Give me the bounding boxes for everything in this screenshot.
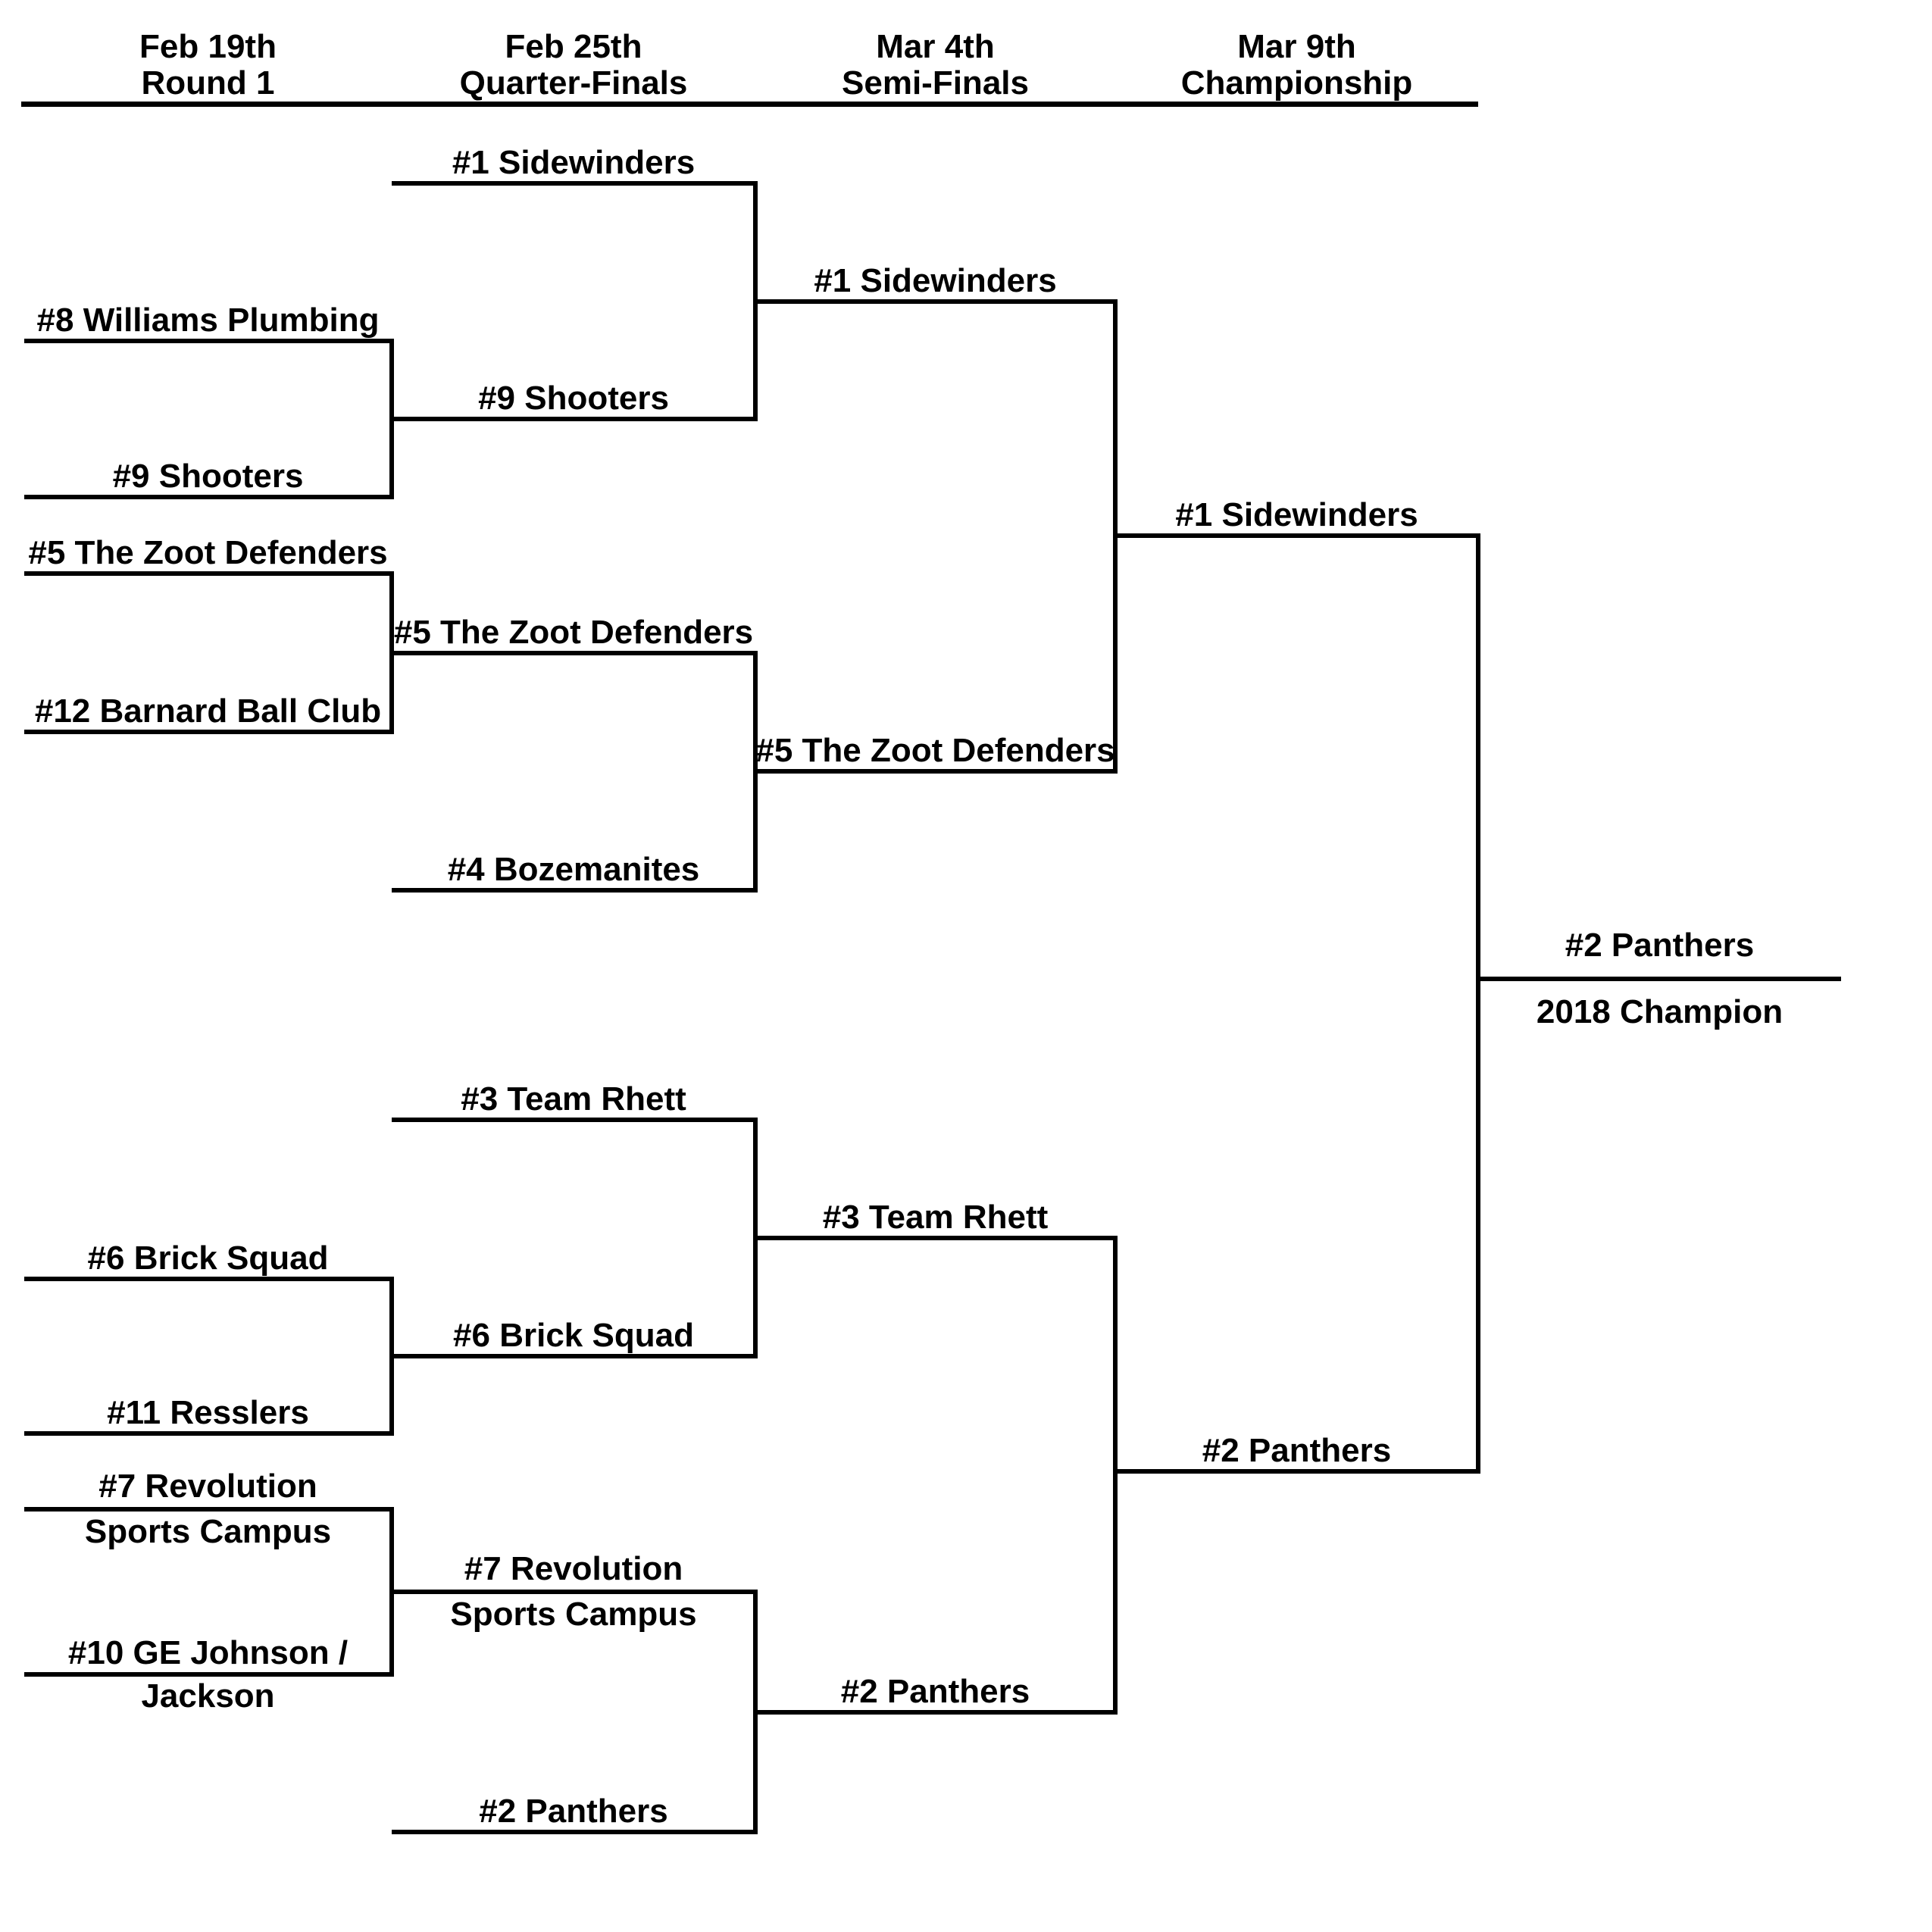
- slot-final-sidewinders: #1 Sidewinders: [1175, 496, 1418, 533]
- slot-qf-sidewinders: #1 Sidewinders: [452, 144, 696, 181]
- line-qf-brick-squad: [392, 1354, 755, 1358]
- slot-qf-zoot-defenders: #5 The Zoot Defenders: [393, 614, 754, 651]
- line-r1-zoot-defenders: [24, 571, 392, 576]
- line-final-panthers: [1115, 1469, 1478, 1474]
- connector-sf-sidewinders-vs-zoot: [1113, 299, 1118, 774]
- champion-caption: 2018 Champion: [1536, 993, 1784, 1030]
- header-underline: [21, 102, 1478, 107]
- line-r1-brick-squad: [24, 1277, 392, 1281]
- slot-r1-resslers: #11 Resslers: [107, 1394, 309, 1431]
- slot-sf-zoot-defenders: #5 The Zoot Defenders: [755, 732, 1115, 769]
- header-semifinals-date: Mar 4th: [876, 28, 995, 65]
- slot-qf-shooters: #9 Shooters: [478, 380, 669, 417]
- slot-sf-panthers: #2 Panthers: [840, 1673, 1030, 1710]
- line-r1-williams-plumbing: [24, 339, 392, 343]
- header-semifinals-name: Semi-Finals: [842, 64, 1029, 102]
- connector-qf-sidewinders-vs-shooters: [753, 181, 758, 421]
- connector-r1-williams-vs-shooters: [389, 339, 394, 499]
- line-r1-shooters: [24, 495, 392, 499]
- line-r1-resslers: [24, 1431, 392, 1436]
- slot-qf-brick-squad: #6 Brick Squad: [453, 1317, 694, 1354]
- header-championship-date: Mar 9th: [1237, 28, 1356, 65]
- slot-r1-shooters: #9 Shooters: [112, 458, 304, 495]
- slot-r1-barnard-ball-club: #12 Barnard Ball Club: [34, 692, 382, 730]
- connector-qf-rhett-vs-brick: [753, 1118, 758, 1358]
- header-quarterfinals-name: Quarter-Finals: [459, 64, 688, 102]
- connector-r1-brick-vs-resslers: [389, 1277, 394, 1436]
- connector-r1-zoot-vs-barnard: [389, 571, 394, 734]
- slot-qf-team-rhett: #3 Team Rhett: [461, 1080, 686, 1118]
- slot-r1-revolution-line1: #7 Revolution: [98, 1468, 317, 1505]
- slot-r1-ge-johnson-line2: Jackson: [141, 1677, 275, 1715]
- header-quarterfinals-date: Feb 25th: [505, 28, 642, 65]
- connector-qf-zoot-vs-bozemanites: [753, 651, 758, 893]
- line-r1-ge-johnson: [24, 1672, 392, 1677]
- line-qf-panthers: [392, 1830, 755, 1834]
- header-championship-name: Championship: [1180, 64, 1413, 102]
- line-sf-zoot-defenders: [755, 769, 1115, 774]
- line-qf-shooters: [392, 417, 755, 421]
- line-champion: [1478, 977, 1841, 981]
- line-qf-bozemanites: [392, 888, 755, 893]
- slot-r1-revolution-line2: Sports Campus: [84, 1513, 332, 1550]
- slot-r1-brick-squad: #6 Brick Squad: [87, 1240, 329, 1277]
- line-qf-revolution: [392, 1590, 755, 1594]
- slot-qf-panthers: #2 Panthers: [479, 1793, 668, 1830]
- header-round1-name: Round 1: [141, 64, 275, 102]
- line-r1-barnard-ball-club: [24, 730, 392, 734]
- slot-final-panthers: #2 Panthers: [1202, 1432, 1392, 1469]
- connector-qf-revolution-vs-panthers: [753, 1590, 758, 1834]
- connector-final-sidewinders-vs-panthers: [1476, 533, 1480, 1474]
- line-final-sidewinders: [1115, 533, 1478, 538]
- line-qf-team-rhett: [392, 1118, 755, 1122]
- slot-sf-team-rhett: #3 Team Rhett: [822, 1199, 1049, 1236]
- connector-sf-rhett-vs-panthers: [1113, 1236, 1118, 1715]
- slot-qf-revolution-line2: Sports Campus: [450, 1596, 697, 1633]
- slot-sf-sidewinders: #1 Sidewinders: [814, 262, 1057, 299]
- champion-team: #2 Panthers: [1565, 927, 1755, 964]
- slot-qf-revolution-line1: #7 Revolution: [464, 1550, 683, 1587]
- header-round1-date: Feb 19th: [139, 28, 277, 65]
- connector-r1-revolution-vs-ge-johnson: [389, 1507, 394, 1677]
- line-sf-sidewinders: [755, 299, 1115, 304]
- slot-r1-ge-johnson-line1: #10 GE Johnson /: [67, 1634, 349, 1671]
- line-r1-revolution: [24, 1507, 392, 1512]
- slot-r1-williams-plumbing: #8 Williams Plumbing: [36, 302, 380, 339]
- line-sf-team-rhett: [755, 1236, 1115, 1240]
- line-sf-panthers: [755, 1710, 1115, 1715]
- line-qf-sidewinders: [392, 181, 755, 186]
- line-qf-zoot-defenders: [392, 651, 755, 655]
- slot-r1-zoot-defenders: #5 The Zoot Defenders: [28, 534, 388, 571]
- slot-qf-bozemanites: #4 Bozemanites: [447, 851, 700, 888]
